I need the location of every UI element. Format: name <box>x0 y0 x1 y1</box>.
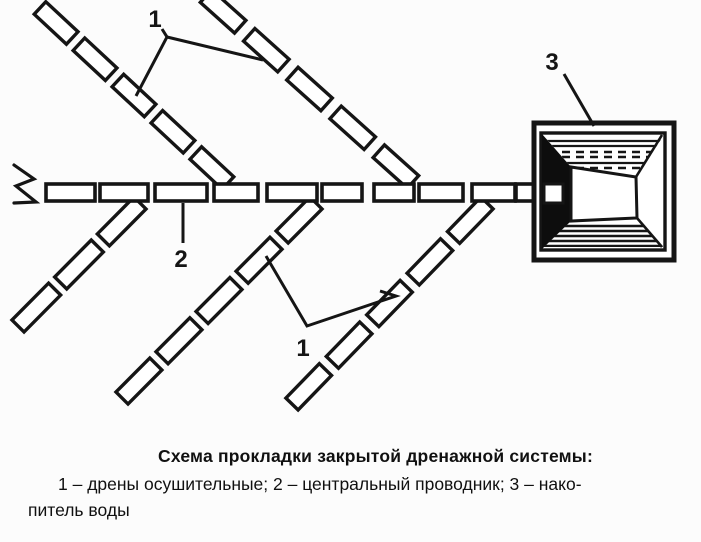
pointer-line <box>166 35 264 62</box>
line-break-mark <box>12 163 41 205</box>
drain-segment <box>197 0 249 36</box>
conductor-segment <box>212 182 260 203</box>
drain-segment <box>370 142 422 191</box>
drain-segment <box>113 355 165 407</box>
drain-upper-middle <box>197 0 422 191</box>
drainage-scheme-diagram: 1 2 1 3 <box>9 0 677 413</box>
pointer-line <box>562 73 596 127</box>
label-number: 3 <box>545 49 558 76</box>
drain-lower-right <box>283 194 496 413</box>
label-number: 1 <box>296 335 309 362</box>
collector-floor <box>569 165 639 223</box>
caption-legend: 1 – дрены осушительные; 2 – центральный … <box>28 471 671 523</box>
drain-segment <box>70 35 120 83</box>
drain-segment <box>31 0 81 47</box>
conductor-segment <box>372 182 416 203</box>
conductor-segment <box>44 182 97 203</box>
figure-caption: Схема прокладки закрытой дренажной систе… <box>0 436 701 523</box>
drain-segment <box>273 194 325 246</box>
pointer-line <box>134 28 169 97</box>
drain-segment <box>364 277 415 330</box>
drain-segment <box>284 64 335 114</box>
caption-legend-line-2: питель воды <box>28 500 130 520</box>
drain-segment <box>233 234 285 286</box>
drain-segment <box>193 275 245 326</box>
collector-perspective-edge <box>634 134 664 178</box>
drain-segment <box>148 108 198 156</box>
drain-segment <box>241 26 292 75</box>
diagram-area: 1 2 1 3 <box>9 0 677 413</box>
central-conductor-line <box>44 182 538 203</box>
label-3-collector: 3 <box>545 49 596 127</box>
conductor-segment <box>470 182 517 203</box>
drain-segment <box>404 236 456 288</box>
conductor-segment <box>98 182 150 203</box>
label-2-conductor: 2 <box>174 203 188 273</box>
drain-segment <box>445 194 496 246</box>
conductor-segment <box>153 182 209 203</box>
drain-segment <box>153 315 205 367</box>
caption-title: Схема прокладки закрытой дренажной систе… <box>158 446 593 466</box>
drain-segment <box>283 361 334 413</box>
label-1-upper-drains: 1 <box>134 6 264 97</box>
drain-upper-left <box>31 0 237 192</box>
water-collector-box <box>531 120 677 263</box>
drain-segment <box>327 103 378 152</box>
drain-lower-middle <box>113 194 325 407</box>
collector-perspective-edge <box>636 217 663 248</box>
conductor-segment <box>320 182 364 203</box>
pointer-line <box>264 255 401 328</box>
drain-segment <box>109 71 159 120</box>
drain-segment <box>9 280 64 335</box>
label-number: 1 <box>148 6 161 33</box>
caption-legend-line-1: 1 – дрены осушительные; 2 – центральный … <box>58 474 582 494</box>
collector-inlet-pipe <box>542 182 565 205</box>
drain-segment <box>94 194 149 249</box>
label-1-lower-drains: 1 <box>264 255 401 362</box>
conductor-segment <box>417 182 465 203</box>
label-number: 2 <box>174 246 187 273</box>
conductor-segment <box>265 182 319 203</box>
drain-segment <box>323 319 375 371</box>
drain-segment <box>52 237 106 292</box>
drain-lower-left <box>9 194 149 335</box>
